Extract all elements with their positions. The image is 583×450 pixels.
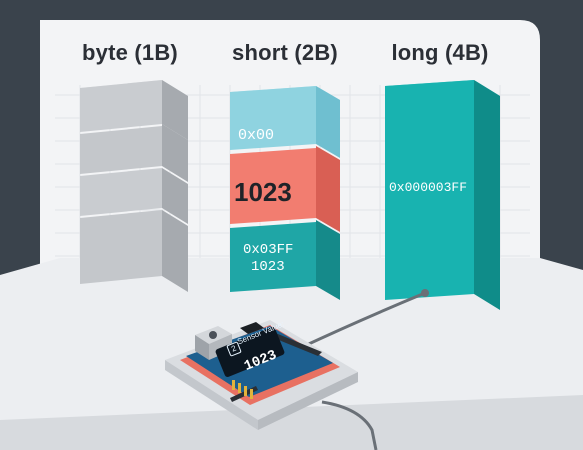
short-top-value: 0x00 [238,127,275,144]
long-block [385,80,500,310]
cable-connector [421,289,429,297]
gold-pins [232,380,253,399]
label-long: long (4B) [391,40,489,65]
label-byte: byte (1B) [82,40,178,65]
short-bot-hex: 0x03FF [243,242,294,258]
short-block-mid [230,146,340,232]
label-short: short (2B) [232,40,338,65]
floor-front-edge [0,395,583,450]
usb-cable [321,400,378,450]
microcontroller-board-icon [165,320,358,430]
long-value: 0x000003FF [389,180,468,195]
cable-icon [299,291,426,350]
chip [240,322,264,334]
short-block-bot [230,220,340,300]
byte-block [80,168,188,224]
oled-screen [215,327,285,377]
usb-port-icon [195,326,232,360]
byte-stack-icon [80,80,188,292]
byte-block [80,210,188,292]
byte-block [80,124,188,182]
short-block-top [230,86,340,158]
short-bot-dec: 1023 [251,259,285,275]
short-mid-value: 1023 [234,177,292,207]
byte-block [80,80,188,140]
